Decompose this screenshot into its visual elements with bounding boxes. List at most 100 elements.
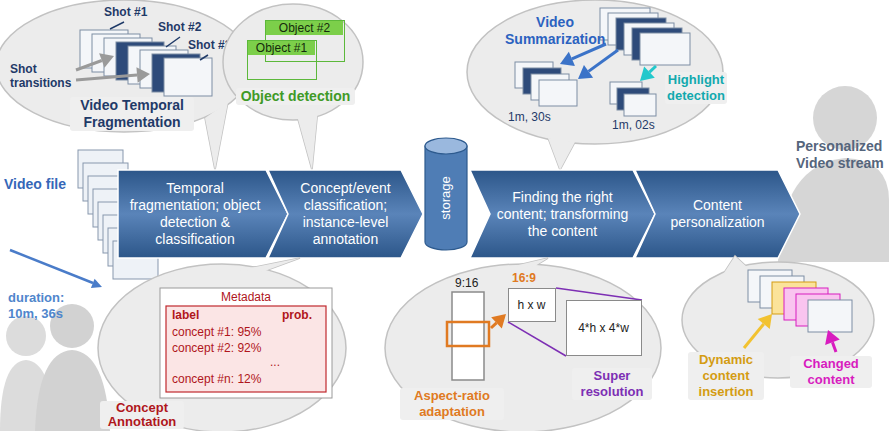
callout-text: Video Summarization xyxy=(505,14,605,48)
summary-arrow xyxy=(589,50,618,71)
process-chevron: Finding the right content; transforming … xyxy=(470,170,655,258)
process-chevron: Temporal fragmentation; object detection… xyxy=(118,170,288,258)
callout-text: 1m, 30s xyxy=(508,110,551,124)
person-body xyxy=(35,350,110,431)
transition-arrow-head xyxy=(99,53,114,68)
process-chevron-layer xyxy=(470,170,655,258)
box-label: concept #1: 95% xyxy=(172,325,261,339)
crop-arrow-head xyxy=(491,314,506,329)
callout-tail-fill xyxy=(510,258,548,267)
callout-bubble-layer xyxy=(98,258,346,431)
upscale-line xyxy=(556,288,642,300)
callout-text: 1m, 02s xyxy=(612,118,655,132)
crop-arrow xyxy=(491,323,496,328)
callout-tail-fill xyxy=(205,102,228,170)
callout-text: Highlight detection xyxy=(665,72,727,104)
person-head xyxy=(6,316,46,356)
box-label: prob. xyxy=(282,308,312,322)
callout-bubble: Video SummarizationHighlight detection 1m… xyxy=(466,0,724,148)
metadata-table: Metadata label prob. concept #1: 95% concept… xyxy=(160,288,332,398)
box-label: label xyxy=(172,308,199,322)
box-label: concept #n: 12% xyxy=(172,372,261,386)
callout-bubble-layer xyxy=(385,258,661,431)
box-label: Object #2 xyxy=(266,21,343,35)
box-label: ... xyxy=(270,355,280,369)
process-chevron: Content personalization xyxy=(635,170,800,258)
process-label: Concept/event classification; instance-l… xyxy=(294,180,397,248)
insertion-arrow-head xyxy=(758,314,772,329)
callout-tail-fill xyxy=(722,256,748,276)
duration-arrowhead xyxy=(91,279,102,288)
video-frame xyxy=(164,58,212,96)
process-label: Finding the right content; transforming … xyxy=(496,189,629,240)
callout-text: Shot #1 xyxy=(104,5,147,19)
free-label: Video file xyxy=(4,176,66,193)
chevron-outline xyxy=(635,170,800,258)
metadata-outer xyxy=(160,288,332,398)
callout-tail xyxy=(548,138,575,170)
duration-arrow xyxy=(10,250,93,283)
metadata-table-layer xyxy=(160,288,332,398)
storage-cylinder: storage xyxy=(425,138,467,250)
free-label: Personalized Video stream xyxy=(796,138,886,172)
callout-ellipse xyxy=(98,264,346,431)
change-arrow-head xyxy=(825,330,840,345)
callout-bubble: Shot #1Shot #2Shot #3Shot transitionsVid… xyxy=(0,0,254,134)
callout-tail-fill xyxy=(296,108,318,170)
summary-arrow-head xyxy=(560,52,575,66)
callout-bubble: Object detection Object #2 Object #1 xyxy=(222,4,364,122)
frame-box: h x w xyxy=(508,288,556,322)
cylinder-top xyxy=(425,138,467,154)
box-label: Object #1 xyxy=(248,41,315,55)
upscale-line xyxy=(508,322,566,356)
box-label: concept #2: 92% xyxy=(172,341,261,355)
callout-bubble-layer xyxy=(223,4,363,170)
box-label: storage xyxy=(438,176,454,219)
shot-bracket xyxy=(166,37,180,47)
transition-arrow-head xyxy=(136,67,150,83)
process-label: Temporal fragmentation; object detection… xyxy=(128,180,262,248)
callout-bubble-layer xyxy=(0,0,252,170)
portrait-frame xyxy=(452,292,484,380)
highlight-arrow-head xyxy=(640,66,655,81)
box-label: Metadata xyxy=(160,290,332,304)
process-chevron-layer xyxy=(268,170,423,258)
process-chevron-layer xyxy=(118,170,288,258)
summary-arrow-head xyxy=(578,65,593,79)
metadata-inner xyxy=(166,306,326,392)
box-label: h x w xyxy=(517,298,545,312)
callout-text: Concept Annotation xyxy=(100,401,184,429)
video-frame xyxy=(539,80,577,106)
callout-text: Shot #2 xyxy=(158,20,201,34)
callout-text: Dynamic content insertion xyxy=(688,352,764,400)
process-label: Content personalization xyxy=(661,197,774,231)
storage-cylinder-layer xyxy=(425,138,467,250)
callout-bubble: Concept Annotation Metadata label prob. conc… xyxy=(98,262,346,431)
object-box: Object #1 xyxy=(247,40,317,80)
transition-arrow xyxy=(76,75,137,80)
chevron-outline xyxy=(470,170,655,258)
callout-text: Object detection xyxy=(236,88,355,105)
callout-bubble: 9:1616:9Aspect-ratio adaptationSuper res… xyxy=(382,262,664,431)
crop-window xyxy=(447,322,489,346)
box-label: 4*h x 4*w xyxy=(578,321,629,335)
process-chevron-layer xyxy=(635,170,800,258)
chevron-outline xyxy=(118,170,288,258)
frame-box: 4*h x 4*w xyxy=(566,300,642,356)
callout-text: Aspect-ratio adaptation xyxy=(400,388,504,420)
callout-bubble: Dynamic content insertion Changed content xyxy=(680,260,880,420)
change-arrow xyxy=(832,342,836,352)
free-label: duration: 10m, 36s xyxy=(8,290,94,322)
callout-ellipse xyxy=(223,4,363,120)
callout-tail-fill xyxy=(548,138,575,170)
callout-tail xyxy=(296,108,318,170)
highlight-arrow xyxy=(649,66,656,72)
video-frame xyxy=(640,33,690,65)
shot-bracket xyxy=(200,55,208,60)
callout-tail-fill xyxy=(240,258,300,272)
callout-text: Shot transitions xyxy=(10,62,80,90)
video-frame xyxy=(624,94,656,116)
callout-text: Changed content xyxy=(790,356,872,388)
transition-arrow xyxy=(76,60,102,70)
